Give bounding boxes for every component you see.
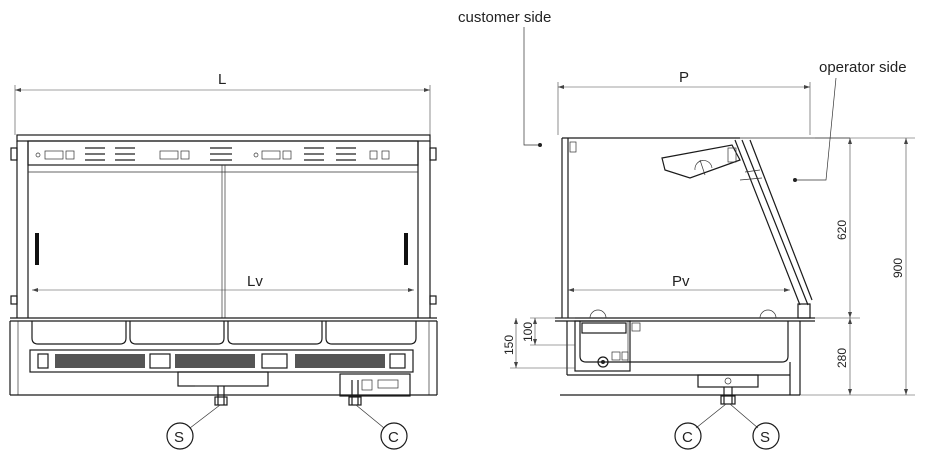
canopy-vent-center [210,147,232,161]
callout-s-front [166,422,194,450]
customer-side-label: customer side [458,9,551,26]
length-label: L [218,71,226,88]
dim-900: 900 [891,258,905,278]
callout-s-front-label: S [174,429,184,446]
canopy-vent-right [304,147,356,161]
callout-s-side-label: S [760,429,770,446]
callout-c-side-label: C [682,429,693,446]
callout-s-side [752,422,780,450]
callout-c-front-label: C [388,429,399,446]
heater-element-right [295,354,385,368]
callout-c-side [674,422,702,450]
dim-280: 280 [835,348,849,368]
dim-620: 620 [835,220,849,240]
operator-side-label: operator side [819,59,907,76]
dim-150: 150 [502,335,516,355]
depth-label: P [679,69,689,86]
side-view: customer side operator side P [458,9,915,450]
inner-length-label: Lv [247,273,263,290]
front-view: L [9,71,438,450]
heater-element-left [55,354,145,368]
callout-c-front [380,422,408,450]
inner-depth-label: Pv [672,273,690,290]
dim-100: 100 [521,322,535,342]
heat-lamp [661,144,741,179]
heater-element-center [175,354,255,368]
canopy-vent-left [85,147,135,161]
